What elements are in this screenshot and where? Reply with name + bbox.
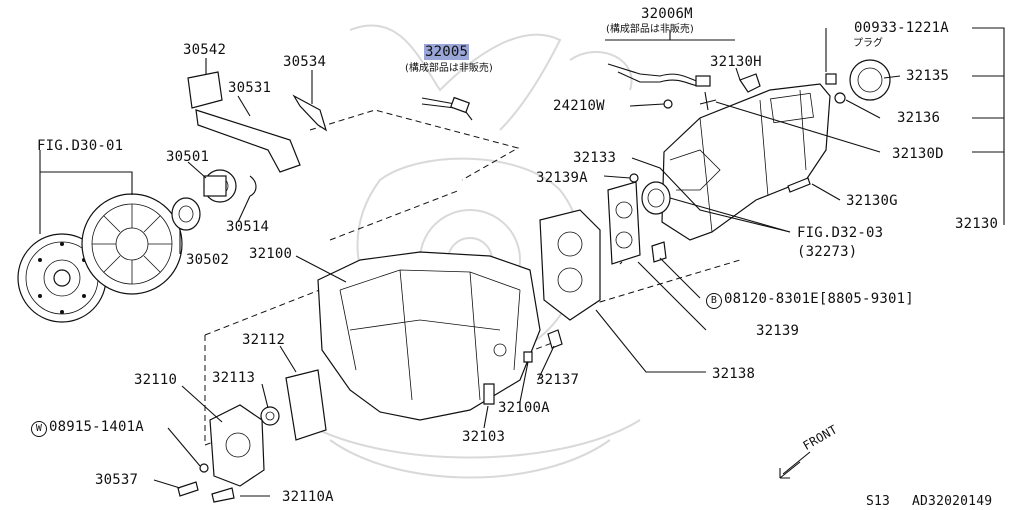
footer-model: S13 (866, 494, 891, 509)
label-32136: 32136 (897, 110, 941, 126)
sensor-32005 (421, 96, 473, 121)
label-32139: 32139 (756, 323, 800, 339)
withdrawal-lever (187, 71, 328, 197)
front-cover (177, 369, 327, 503)
label-30502: 30502 (186, 252, 230, 268)
label-32138: 32138 (712, 366, 756, 382)
label-32139a: 32139A (536, 170, 588, 186)
bolt-b-badge: B (706, 293, 722, 309)
note-32005: (構成部品は非販売) (405, 63, 493, 74)
label-32112: 32112 (242, 332, 286, 348)
note-00933: プラグ (853, 38, 883, 49)
label-fig-d32-ref: (32273) (797, 244, 858, 260)
label-32137: 32137 (536, 372, 580, 388)
pressure-plate (81, 193, 183, 295)
label-32130g: 32130G (846, 193, 898, 209)
clutch-housing (317, 251, 563, 421)
bolt-08120-text: 08120-8301E[8805-9301] (724, 291, 914, 307)
label-32135: 32135 (906, 68, 950, 84)
label-30542: 30542 (183, 42, 227, 58)
footer-code: AD32020149 (912, 494, 993, 509)
label-32133: 32133 (573, 150, 617, 166)
label-24210w: 24210W (553, 98, 605, 114)
label-32130: 32130 (955, 216, 999, 232)
label-30501: 30501 (166, 149, 210, 165)
washer-w-badge: W (31, 421, 47, 437)
leader-lines (153, 27, 1005, 497)
label-32100a: 32100A (498, 400, 550, 416)
adapter-plate (539, 209, 601, 321)
label-00933: 00933-1221A (854, 20, 949, 36)
washer-08915-text: 08915-1401A (49, 419, 144, 435)
label-fig-d32: FIG.D32-03 (797, 225, 884, 241)
label-32103: 32103 (462, 429, 506, 445)
label-30534: 30534 (283, 54, 327, 70)
front-arrow-icon (779, 451, 811, 479)
label-32100: 32100 (249, 246, 293, 262)
label-32130d: 32130D (892, 146, 944, 162)
oil-seal (629, 173, 671, 215)
label-30531: 30531 (228, 80, 272, 96)
label-32006m: 32006M (641, 6, 693, 22)
bolt-08120 (651, 241, 667, 263)
label-32113: 32113 (212, 370, 256, 386)
gasket-32139 (607, 181, 641, 265)
label-32110a: 32110A (282, 489, 334, 505)
label-30514: 30514 (226, 219, 270, 235)
label-fig-d30: FIG.D30-01 (37, 138, 124, 154)
label-32005: 32005 (424, 44, 470, 60)
label-32110: 32110 (134, 372, 178, 388)
harness-32006m (605, 30, 735, 87)
release-bearing (171, 169, 237, 231)
transmission-case (661, 59, 891, 241)
label-32130h: 32130H (710, 54, 762, 70)
fig-d30-leader (39, 150, 133, 234)
label-30537: 30537 (95, 472, 139, 488)
note-32006m: (構成部品は非販売) (606, 24, 694, 35)
bolt-32130g (787, 177, 811, 193)
